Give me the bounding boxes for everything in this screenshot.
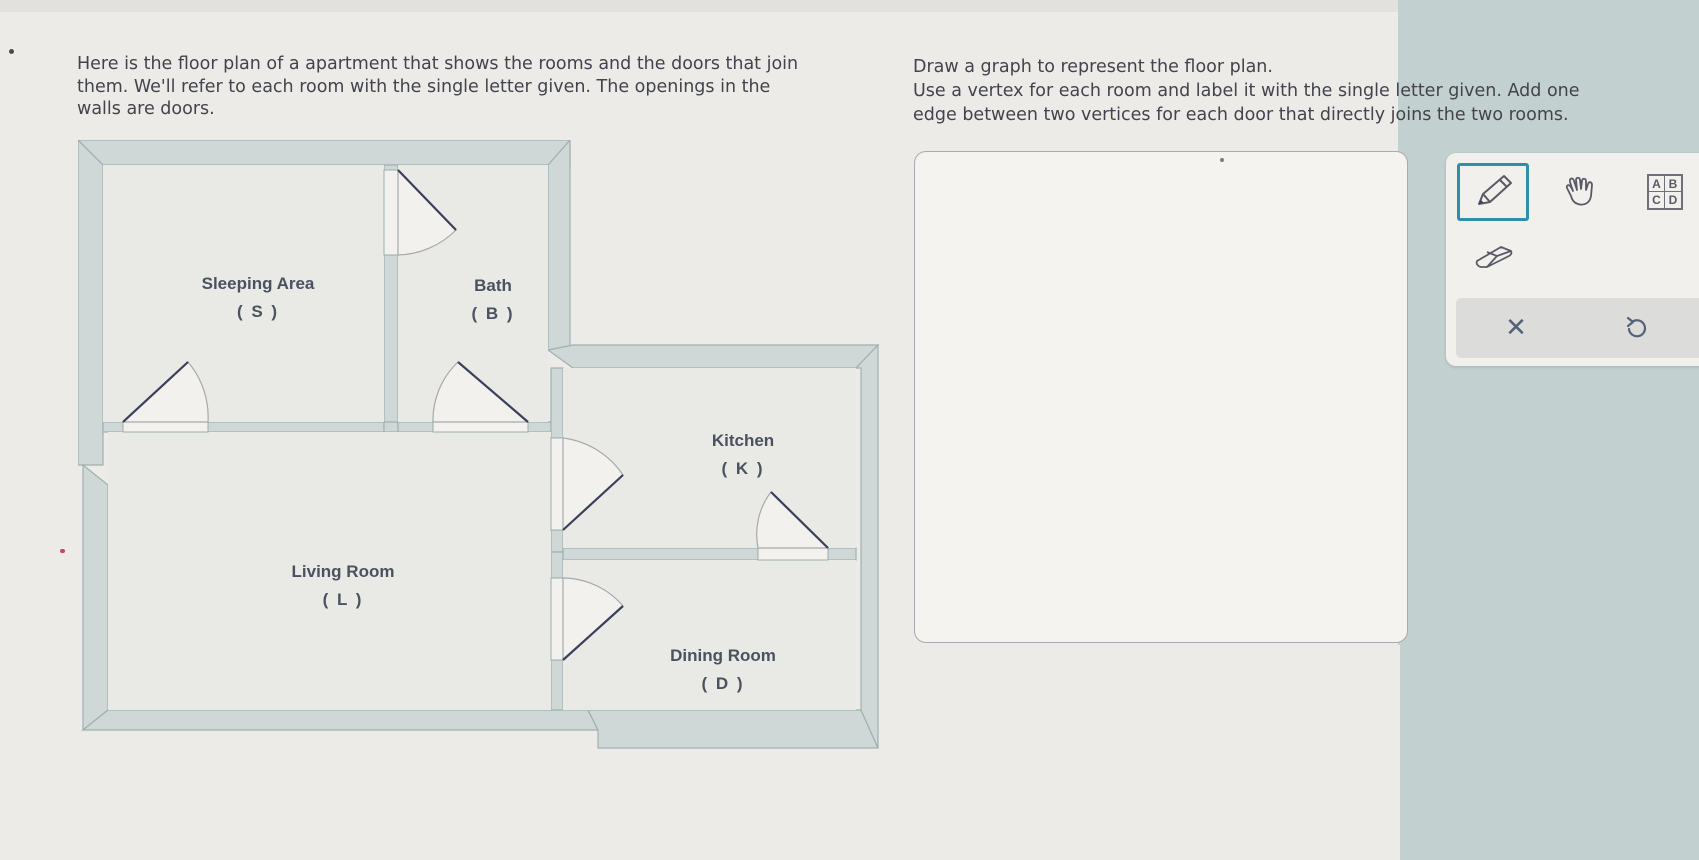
eraser-tool-button[interactable] [1457,227,1529,285]
instruction-line: walls are doors. [77,99,215,119]
clear-button[interactable]: ✕ [1456,298,1576,358]
room-living-room: Living Room ( L ) [253,558,433,614]
room-kitchen: Kitchen ( K ) [678,427,808,483]
canvas-speck [1220,158,1224,162]
room-name: Dining Room [670,646,776,665]
instruction-line: Use a vertex for each room and label it … [913,81,1580,101]
room-code: ( D ) [701,674,745,693]
room-sleeping-area: Sleeping Area ( S ) [148,270,368,326]
graph-instructions: Draw a graph to represent the floor plan… [913,55,1693,127]
instruction-line: edge between two vertices for each door … [913,105,1569,125]
floorplan-instructions: Here is the floor plan of a apartment th… [77,53,877,121]
top-strip [0,0,1400,12]
floor-plan-diagram: Sleeping Area ( S ) Bath ( B ) Kitchen (… [78,140,893,755]
graph-drawing-canvas[interactable] [914,151,1408,643]
label-tool-button[interactable]: A B C D [1629,163,1699,221]
hand-icon [1565,176,1593,206]
room-name: Living Room [291,562,395,581]
eraser-icon [1475,246,1513,268]
room-code: ( S ) [236,302,280,321]
room-bath: Bath ( B ) [438,272,548,328]
instruction-line: Here is the floor plan of a apartment th… [77,54,799,74]
room-code: ( L ) [322,590,364,609]
action-bar: ✕ [1456,298,1699,358]
label-cell: D [1668,193,1678,207]
instruction-line: Draw a graph to represent the floor plan… [913,57,1273,77]
label-cell: C [1649,192,1665,208]
label-cell: A [1649,176,1665,192]
undo-icon [1626,316,1647,338]
drawing-tool-panel: A B C D ✕ [1446,153,1699,366]
bullet-marker [9,49,14,54]
undo-button[interactable] [1576,298,1696,358]
room-name: Bath [474,276,512,295]
margin-mark [60,549,65,553]
move-tool-button[interactable] [1545,163,1617,221]
page-edge [1386,645,1400,860]
right-side-background [1398,0,1699,860]
instruction-line: them. We'll refer to each room with the … [77,76,771,97]
room-code: ( B ) [471,304,515,323]
label-cell: B [1665,176,1681,192]
room-name: Kitchen [711,431,775,450]
abcd-label-icon: A B C D [1647,174,1683,210]
room-name: Sleeping Area [201,274,315,293]
room-dining-room: Dining Room ( D ) [638,642,808,698]
room-code: ( K ) [721,459,765,478]
close-icon: ✕ [1505,313,1527,343]
pencil-tool-button[interactable] [1457,163,1529,221]
floor-plan-drawing [78,140,880,749]
pencil-icon [1478,175,1512,205]
